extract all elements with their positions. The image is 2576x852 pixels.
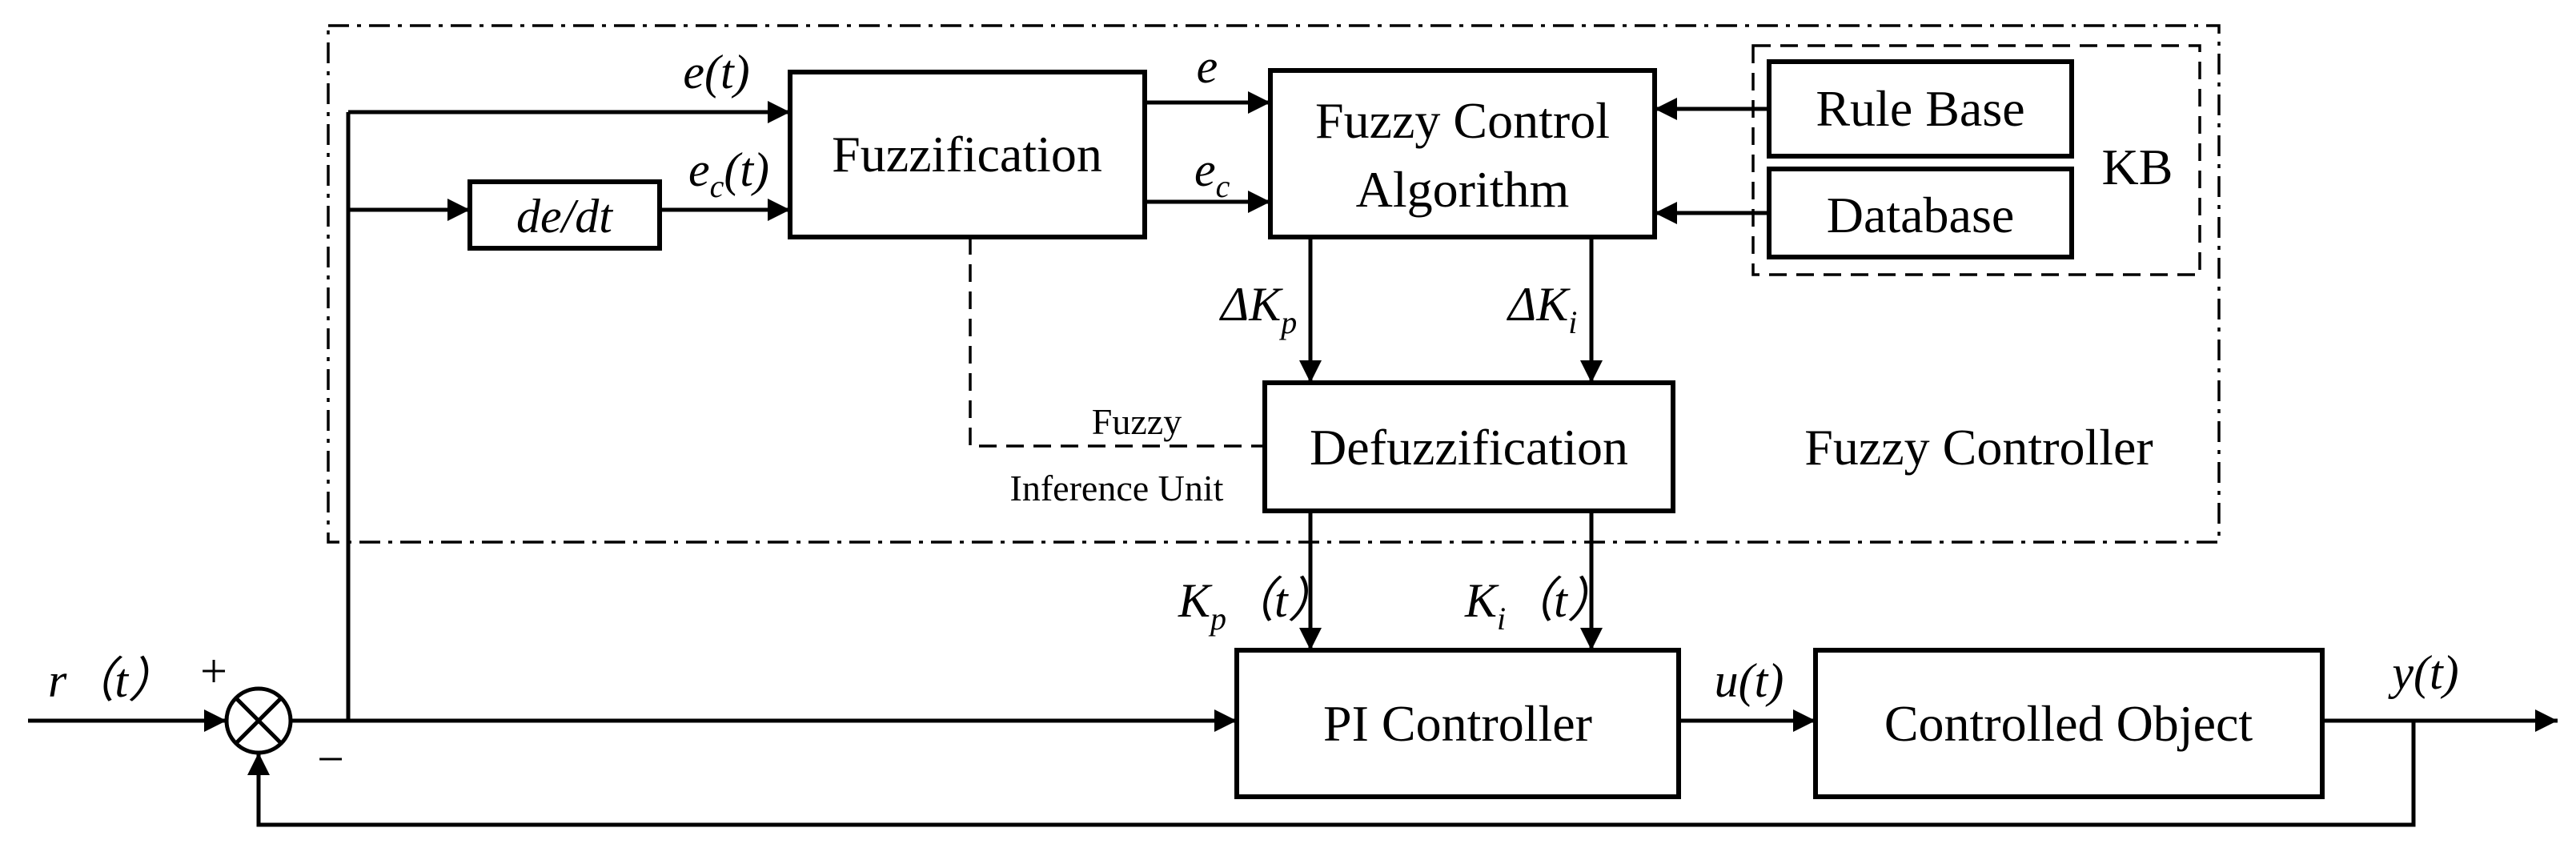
delta-kp-label: ΔKp xyxy=(1219,278,1297,340)
rule-base-label: Rule Base xyxy=(1816,80,2024,137)
control-signal-label: u(t) xyxy=(1715,654,1784,707)
fuzzy-inference-label-2: Inference Unit xyxy=(1010,468,1224,508)
delta-ki-label: ΔKi xyxy=(1507,278,1577,340)
summing-junction xyxy=(224,686,293,755)
fuzzification-label: Fuzzification xyxy=(832,126,1102,183)
controlled-object-label: Controlled Object xyxy=(1884,695,2253,752)
feedback-line xyxy=(247,721,2416,827)
pi-controller-label: PI Controller xyxy=(1323,695,1592,752)
pi-controller-block xyxy=(1234,648,1681,799)
fuzzy-control-algorithm-label-1: Fuzzy Control xyxy=(1315,92,1610,149)
kb-label: KB xyxy=(2102,139,2173,195)
database-label: Database xyxy=(1827,187,2015,243)
knowledge-base-boundary xyxy=(1751,44,2201,276)
kp-label: Kp（t） xyxy=(1178,574,1336,637)
error-label: e(t) xyxy=(683,46,749,98)
defuzzification-block xyxy=(1262,380,1675,513)
controlled-object-block xyxy=(1813,648,2325,799)
ki-label: Ki（t） xyxy=(1464,574,1615,637)
fuzzy-control-algorithm-label-2: Algorithm xyxy=(1356,161,1570,218)
reference-label: r（t） xyxy=(48,654,176,707)
defuzzification-label: Defuzzification xyxy=(1310,419,1628,476)
output-label: y(t) xyxy=(2387,646,2458,699)
fuzzy-controller-boundary xyxy=(327,24,2221,544)
derivative-label: de/dt xyxy=(516,190,613,243)
fuzzy-inference-label-1: Fuzzy xyxy=(1092,401,1182,442)
fuzzy-controller-label: Fuzzy Controller xyxy=(1804,419,2153,476)
fuzzy-control-algorithm-block xyxy=(1268,68,1657,239)
fuzzification-block xyxy=(788,70,1147,239)
minus-sign: − xyxy=(317,733,344,786)
derivative-block xyxy=(467,179,662,251)
error-rate-label: ec(t) xyxy=(688,143,769,204)
plus-sign: + xyxy=(200,645,227,697)
ec-short-label: ec xyxy=(1194,143,1230,204)
fuzzy-inference-connector xyxy=(969,237,1263,448)
e-short-label: e xyxy=(1197,40,1218,93)
